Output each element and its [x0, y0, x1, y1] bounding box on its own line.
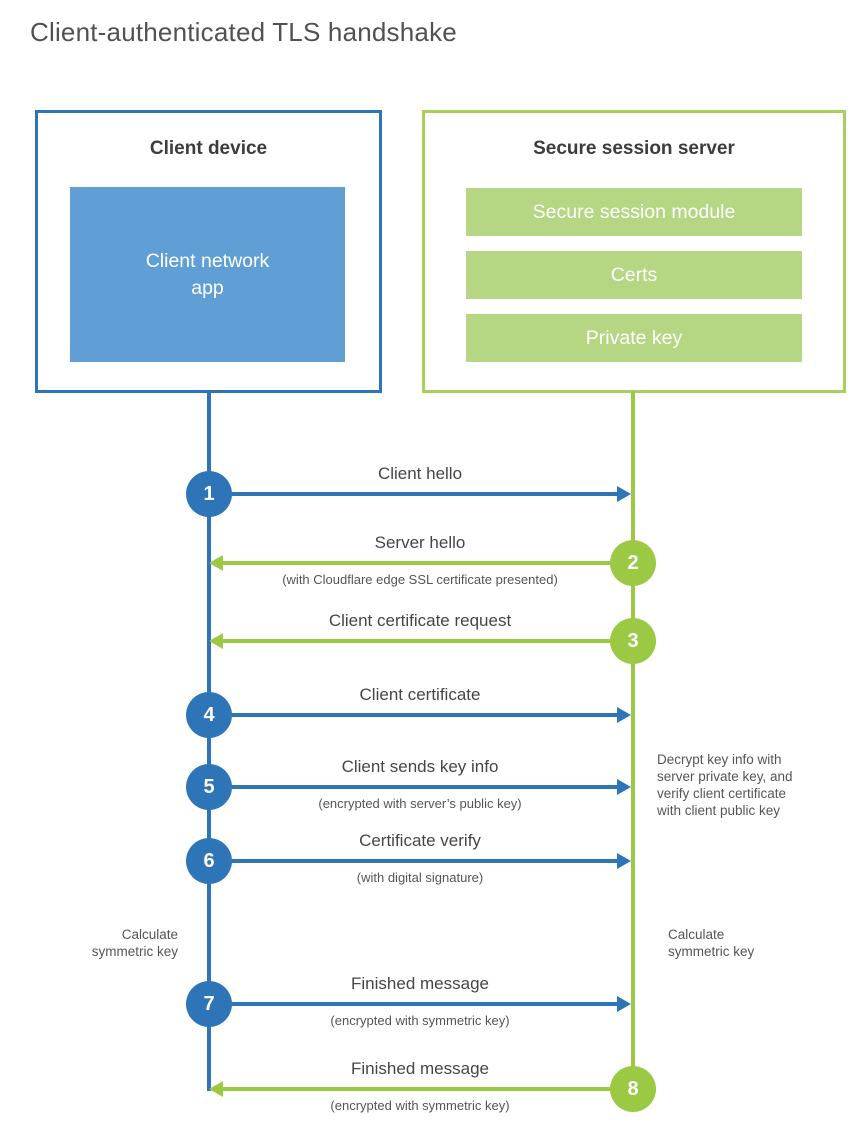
- server-lifeline: [631, 391, 635, 1091]
- step-7-sublabel: (encrypted with symmetric key): [330, 1013, 510, 1028]
- step-2-arrowhead-icon: [209, 555, 223, 571]
- step-1-label: Client hello: [377, 464, 463, 483]
- page-title: Client-authenticated TLS handshake: [30, 17, 457, 47]
- step-6-sublabel: (with digital signature): [356, 870, 484, 885]
- step-8-arrow: [223, 1087, 610, 1091]
- server-decrypt-note: Decrypt key info with server private key…: [657, 752, 793, 818]
- step-2-arrow: [223, 561, 610, 565]
- step-7-arrowhead-icon: [617, 996, 631, 1012]
- server-module-secure-session: Secure session module: [466, 188, 802, 236]
- step-8-sublabel: (encrypted with symmetric key): [330, 1098, 510, 1113]
- step-1-number-badge: 1: [186, 471, 232, 517]
- step-5-number-badge: 5: [186, 764, 232, 810]
- step-5-arrow: [232, 785, 617, 789]
- secure-session-server-title: Secure session server: [533, 138, 735, 159]
- server-calculate-symmetric-key-note: Calculate symmetric key: [668, 927, 755, 959]
- server-module-private-key: Private key: [466, 314, 802, 362]
- step-8-label: Finished message: [351, 1059, 489, 1078]
- step-6-arrow: [232, 859, 617, 863]
- step-3-arrow: [223, 639, 610, 643]
- step-4-label: Client certificate: [359, 685, 481, 704]
- step-4-arrowhead-icon: [617, 707, 631, 723]
- step-1-arrowhead-icon: [617, 486, 631, 502]
- step-6-label: Certificate verify: [359, 831, 481, 850]
- step-5-sublabel: (encrypted with server’s public key): [318, 796, 522, 811]
- client-calculate-symmetric-key-note: Calculate symmetric key: [91, 927, 178, 959]
- step-7-number-badge: 7: [186, 981, 232, 1027]
- step-3-arrowhead-icon: [209, 633, 223, 649]
- step-8-arrowhead-icon: [209, 1081, 223, 1097]
- step-5-arrowhead-icon: [617, 779, 631, 795]
- step-2-number-badge: 2: [610, 540, 656, 586]
- step-2-label: Server hello: [374, 533, 466, 552]
- step-6-number-badge: 6: [186, 838, 232, 884]
- step-7-arrow: [232, 1002, 617, 1006]
- client-network-app-box: Client network app: [70, 187, 345, 362]
- step-5-label: Client sends key info: [341, 757, 499, 776]
- client-device-title: Client device: [149, 138, 268, 159]
- step-3-number-badge: 3: [610, 618, 656, 664]
- step-3-label: Client certificate request: [328, 611, 512, 630]
- step-6-arrowhead-icon: [617, 853, 631, 869]
- step-7-label: Finished message: [351, 974, 489, 993]
- step-8-number-badge: 8: [610, 1066, 656, 1112]
- step-4-number-badge: 4: [186, 692, 232, 738]
- step-2-sublabel: (with Cloudflare edge SSL certificate pr…: [282, 572, 558, 587]
- server-module-certs: Certs: [466, 251, 802, 299]
- client-lifeline: [207, 391, 211, 1091]
- step-1-arrow: [232, 492, 617, 496]
- step-4-arrow: [232, 713, 617, 717]
